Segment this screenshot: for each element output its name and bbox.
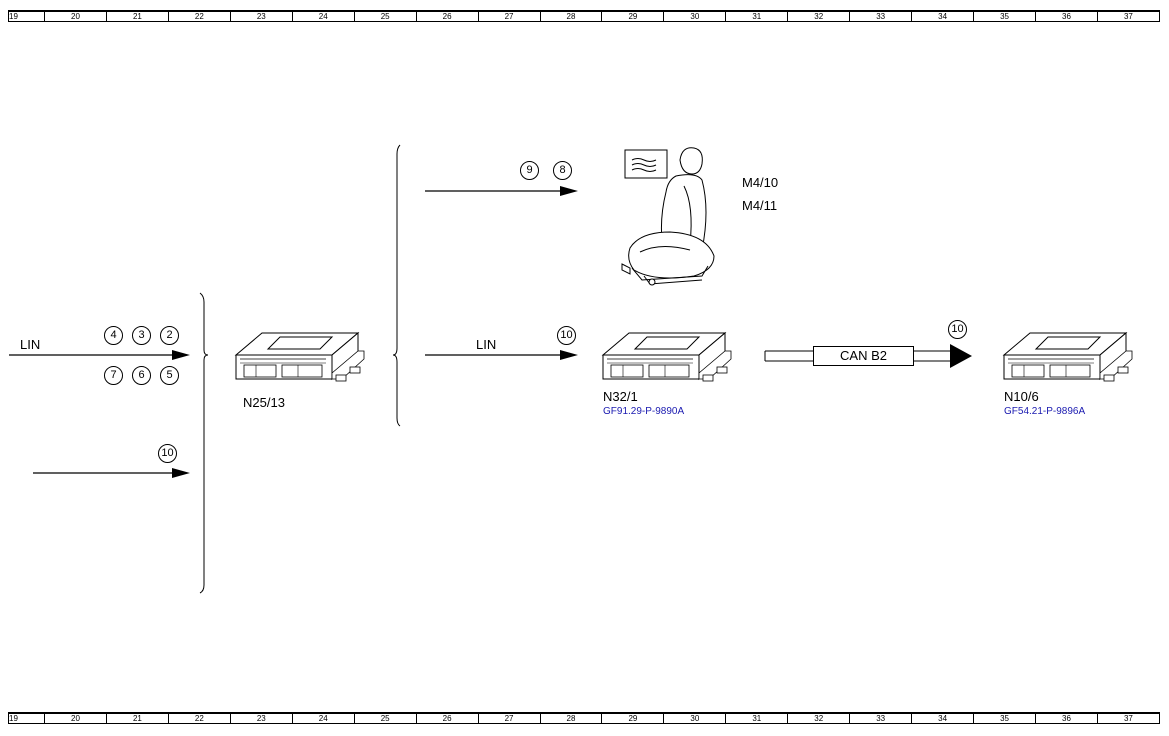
n10-control-unit-graphic [1003, 332, 1133, 382]
ruler-cell-27: 27 [477, 12, 540, 21]
ruler-cell-31: 31 [725, 12, 787, 21]
right-brace [392, 144, 401, 427]
ruler-cell-19: 19 [8, 12, 44, 21]
n32-input-arrow [425, 350, 578, 360]
ruler-cell-34: 34 [911, 714, 973, 723]
ruler-cell-23: 23 [229, 714, 292, 723]
circle-marker-6: 6 [132, 366, 151, 385]
ruler-cell-32: 32 [787, 12, 849, 21]
ruler-cell-20: 20 [44, 12, 106, 21]
circle-marker-8: 8 [553, 161, 572, 180]
ruler-cell-30: 30 [663, 714, 725, 723]
ruler-cell-25: 25 [353, 12, 416, 21]
ruler-cell-23: 23 [229, 12, 292, 21]
ruler-cell-29: 29 [601, 12, 663, 21]
circle-marker-3: 3 [132, 326, 151, 345]
seat-code-label-1: M4/10 [742, 175, 779, 190]
ruler-cell-36: 36 [1035, 714, 1097, 723]
ruler-cell-28: 28 [539, 714, 602, 723]
ruler-cell-37: 37 [1096, 12, 1160, 21]
ruler-cell-24: 24 [291, 12, 354, 21]
lin-input-label: LIN [20, 337, 41, 352]
ruler-cell-19: 19 [8, 714, 44, 723]
lower-input-arrow [33, 468, 190, 478]
n25-code-label: N25/13 [243, 395, 285, 410]
ruler-cell-36: 36 [1035, 12, 1097, 21]
circle-marker-lower-input: 10 [158, 444, 177, 463]
seat-code-label-2: M4/11 [742, 198, 778, 213]
ruler-cell-28: 28 [539, 12, 602, 21]
lin-n32-label: LIN [476, 337, 497, 352]
seat-graphic [621, 147, 715, 286]
ruler-cell-21: 21 [105, 12, 168, 21]
ruler-cell-33: 33 [849, 714, 911, 723]
ruler-cell-22: 22 [167, 714, 230, 723]
ruler-cell-37: 37 [1096, 714, 1160, 723]
seat-arrow [425, 186, 578, 196]
ruler-cell-25: 25 [353, 714, 416, 723]
ruler-cell-26: 26 [415, 714, 478, 723]
ruler-cell-29: 29 [601, 714, 663, 723]
left-brace [199, 292, 209, 594]
circle-marker-4: 4 [104, 326, 123, 345]
ruler-cell-35: 35 [973, 12, 1035, 21]
circle-marker-5: 5 [160, 366, 179, 385]
n32-code-label: N32/1 [603, 389, 638, 404]
ruler-cell-24: 24 [291, 714, 354, 723]
lin-input-arrow [9, 350, 190, 360]
ruler-cell-33: 33 [849, 12, 911, 21]
circle-marker-can-output: 10 [948, 320, 967, 339]
ruler-cell-26: 26 [415, 12, 478, 21]
can-b2-label: CAN B2 [813, 346, 914, 366]
ruler-cell-32: 32 [787, 714, 849, 723]
n10-code-label: N10/6 [1004, 389, 1039, 404]
circle-marker-2: 2 [160, 326, 179, 345]
ruler-cell-30: 30 [663, 12, 725, 21]
ruler-cell-34: 34 [911, 12, 973, 21]
ruler-cell-35: 35 [973, 714, 1035, 723]
n32-control-unit-graphic [602, 332, 732, 382]
n25-control-unit-graphic [235, 332, 365, 382]
n10-reference-link[interactable]: GF54.21-P-9896A [1004, 406, 1086, 417]
ruler-cell-22: 22 [167, 12, 230, 21]
ruler-cell-20: 20 [44, 714, 106, 723]
ruler-cell-21: 21 [105, 714, 168, 723]
circle-marker-9: 9 [520, 161, 539, 180]
n32-reference-link[interactable]: GF91.29-P-9890A [603, 406, 685, 417]
circle-marker-n32-input: 10 [557, 326, 576, 345]
ruler-cell-31: 31 [725, 714, 787, 723]
ruler-cell-27: 27 [477, 714, 540, 723]
circle-marker-7: 7 [104, 366, 123, 385]
